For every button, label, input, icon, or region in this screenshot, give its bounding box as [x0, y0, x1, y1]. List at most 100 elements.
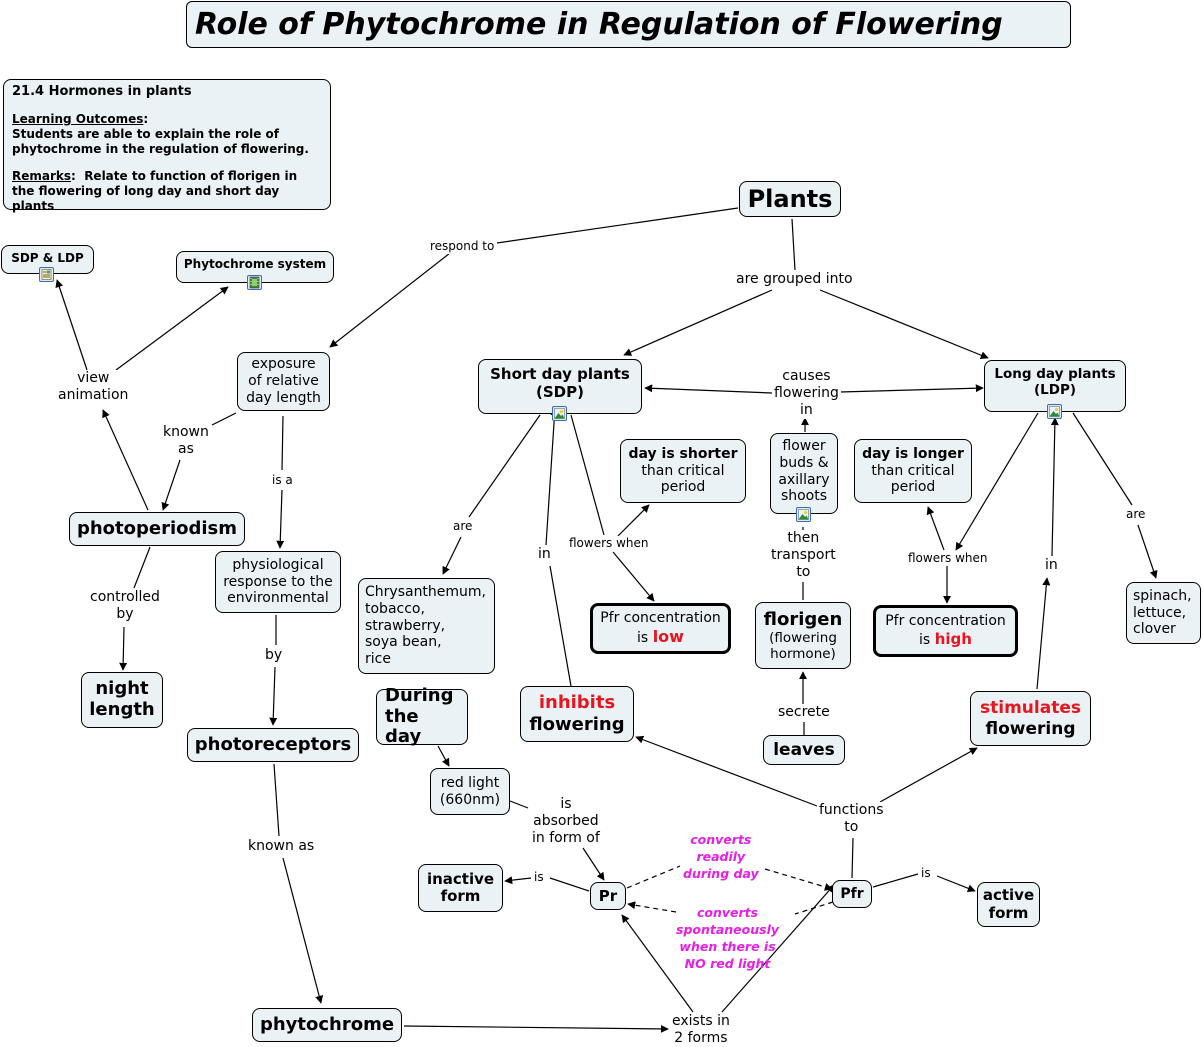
remarks-text: Relate to function of florigen in the fl… — [12, 169, 298, 214]
link-label-text: is — [560, 796, 572, 812]
concept-stimulates-flowering[interactable]: stimulates flowering — [970, 691, 1091, 746]
concept-inhibits-flowering[interactable]: inhibits flowering — [520, 686, 634, 742]
outcomes-label: Learning Outcomes — [12, 112, 144, 127]
link-line — [276, 489, 285, 549]
concept-label: response to the — [223, 573, 333, 590]
link-label-text: by — [116, 606, 134, 623]
concept-leaves[interactable]: leaves — [763, 735, 845, 765]
link-label-text: is a — [272, 473, 293, 487]
link-line — [612, 551, 655, 602]
concept-phytochrome[interactable]: phytochrome — [252, 1008, 402, 1042]
link-line — [437, 745, 450, 767]
concept-day-is-shorter[interactable]: day is shorter than critical period — [620, 439, 746, 503]
link-label-text: known as — [248, 838, 315, 854]
link-label-is-absorbed: is absorbed in form of — [530, 796, 602, 848]
concept-label: Pfr concentration — [600, 610, 721, 627]
link-label-text: to — [796, 564, 811, 581]
link-label-text: NO red light — [684, 955, 771, 971]
concept-label: (LDP) — [1033, 382, 1077, 399]
concept-day-is-longer[interactable]: day is longer than critical period — [854, 439, 972, 503]
concept-label: clover — [1133, 621, 1176, 638]
concept-inactive-form[interactable]: inactive form — [418, 864, 503, 912]
concept-label: flowering — [529, 714, 625, 735]
link-label-text: spontaneously — [676, 921, 780, 937]
concept-label: is — [637, 630, 649, 646]
link-label-respond-to: respond to — [428, 239, 497, 254]
link-label-secrete: secrete — [776, 704, 832, 722]
link-label-text: flowers when — [908, 551, 988, 565]
concept-photoreceptors[interactable]: photoreceptors — [187, 728, 359, 762]
link-label-text: in — [1045, 557, 1058, 573]
link-label-functions-to: functions to — [817, 802, 886, 837]
link-line — [329, 252, 451, 348]
image-icon[interactable] — [1047, 404, 1062, 419]
concept-label: period — [660, 479, 706, 496]
concept-during-the-day[interactable]: During the day — [376, 685, 468, 747]
image-icon[interactable] — [552, 406, 567, 421]
concept-florigen[interactable]: florigen (flowering hormone) — [755, 602, 851, 669]
link-label-flowers-when: flowers when — [567, 536, 651, 551]
concept-label: inactive — [426, 869, 495, 888]
link-label-text: functions — [819, 802, 884, 818]
concept-flower-buds[interactable]: flower buds & axillary shoots — [770, 433, 838, 514]
link-label-converts-readily: converts readily during day — [681, 832, 761, 883]
link-line — [273, 763, 280, 837]
link-label-text: are — [453, 519, 473, 533]
link-label-text: flowers when — [569, 536, 649, 550]
link-label-text: is — [921, 866, 931, 880]
image-icon[interactable] — [796, 507, 811, 522]
link-label-text: view — [77, 370, 110, 386]
concept-short-day-plants[interactable]: Short day plants (SDP) — [478, 359, 642, 414]
link-line — [281, 415, 284, 471]
concept-label: (SDP) — [536, 383, 584, 401]
link-label-text: absorbed — [533, 813, 599, 830]
concept-label: phytochrome — [259, 1014, 395, 1036]
link-label-text: by — [265, 647, 283, 663]
concept-ldp-examples[interactable]: spinach, lettuce, clover — [1126, 582, 1201, 644]
link-label-text: are — [1126, 507, 1146, 521]
concept-label: Pr — [598, 887, 618, 905]
concept-label: florigen — [763, 608, 843, 630]
document-icon[interactable] — [39, 267, 54, 282]
link-label-text: when there is — [679, 938, 776, 954]
link-label-text: in — [538, 546, 551, 562]
concept-pfr-low[interactable]: Pfr concentration is low — [590, 603, 731, 654]
concept-label: Plants — [747, 184, 833, 213]
concept-night-length[interactable]: night length — [81, 672, 163, 728]
link-label-text: in form of — [532, 830, 600, 847]
concept-label: day is shorter — [628, 445, 738, 462]
concept-red-light[interactable]: red light (660nm) — [430, 768, 510, 815]
link-line — [879, 747, 978, 803]
emphasis-high: high — [934, 630, 972, 648]
link-label-text: in — [800, 402, 813, 419]
video-icon[interactable] — [247, 275, 262, 290]
concept-pfr[interactable]: Pfr — [832, 880, 872, 908]
link-line — [133, 546, 151, 589]
concept-plants[interactable]: Plants — [739, 181, 841, 217]
concept-photoperiodism[interactable]: photoperiodism — [69, 512, 245, 546]
concept-pr[interactable]: Pr — [590, 882, 626, 910]
emphasis-inhibits: inhibits — [538, 692, 616, 714]
link-line — [504, 876, 532, 885]
link-line — [955, 412, 1039, 551]
concept-exposure[interactable]: exposure of relative day length — [237, 352, 330, 411]
link-line — [819, 289, 989, 360]
link-line-dashed — [626, 865, 681, 889]
concept-label: form — [988, 903, 1029, 922]
outcomes-text: Students are able to explain the role of… — [12, 127, 309, 157]
link-label-text: to — [844, 819, 859, 836]
concept-long-day-plants[interactable]: Long day plants (LDP) — [984, 360, 1126, 412]
link-label-text: exists in — [672, 1013, 730, 1029]
concept-physiological-response[interactable]: physiological response to the environmen… — [215, 551, 341, 613]
concept-label: flower — [782, 438, 826, 454]
concept-sdp-examples[interactable]: Chrysanthemum, tobacco, strawberry, soya… — [358, 578, 495, 674]
concept-label: active — [982, 886, 1035, 905]
concept-active-form[interactable]: active form — [977, 882, 1040, 927]
concept-label: Chrysanthemum, — [365, 584, 487, 600]
link-label-is: is — [532, 870, 546, 885]
link-label-text: as — [178, 441, 194, 458]
concept-label: (flowering — [769, 630, 837, 647]
concept-pfr-high[interactable]: Pfr concentration is high — [873, 605, 1018, 657]
concept-label: axillary — [778, 471, 830, 488]
